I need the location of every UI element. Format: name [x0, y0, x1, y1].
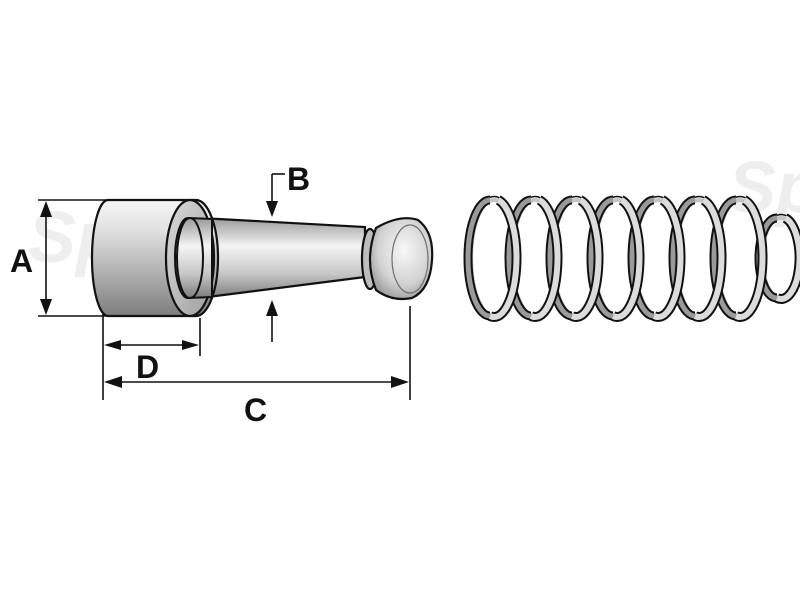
spring-coil-front — [611, 197, 643, 320]
spring-coil-front — [652, 197, 684, 320]
spring-coil-front — [734, 197, 766, 320]
pin — [90, 198, 434, 318]
dimension-b: B — [266, 161, 310, 342]
arrow-d-left-icon — [104, 340, 121, 350]
pin-collar-hole — [176, 217, 204, 299]
dimension-d: D — [104, 318, 201, 385]
spring-coil-front — [693, 197, 725, 320]
spring-coil-front — [529, 197, 561, 320]
label-b: B — [287, 161, 310, 197]
spring-coil-front — [570, 197, 602, 320]
pin-shaft — [198, 216, 367, 300]
spring-coil-back — [711, 197, 737, 319]
arrow-d-right-icon — [182, 340, 199, 350]
dimension-a: A — [10, 199, 108, 317]
spring-coil-front — [488, 197, 520, 320]
arrow-a-down-icon — [40, 299, 52, 315]
spring-coil-back — [629, 197, 655, 319]
spring-coil-back — [465, 197, 491, 319]
arrow-a-up-icon — [40, 201, 52, 217]
pin-head-face — [391, 224, 429, 294]
pin-head — [368, 217, 434, 301]
arrow-c-left-icon — [104, 376, 122, 388]
spring-coil-back — [506, 197, 532, 319]
label-c: C — [244, 392, 267, 428]
arrow-c-right-icon — [391, 376, 409, 388]
spring-coil-back — [463, 195, 491, 321]
spring-coil-back — [670, 197, 696, 319]
spring-coil-back — [588, 197, 614, 319]
spring-coil-back — [547, 197, 573, 319]
spring-coil-front — [775, 215, 800, 302]
dimension-c: C — [102, 306, 411, 428]
label-a: A — [10, 243, 33, 279]
spring — [463, 195, 800, 322]
arrow-b-up-icon — [266, 300, 278, 316]
label-d: D — [136, 349, 159, 385]
arrow-b-down-icon — [266, 201, 278, 217]
